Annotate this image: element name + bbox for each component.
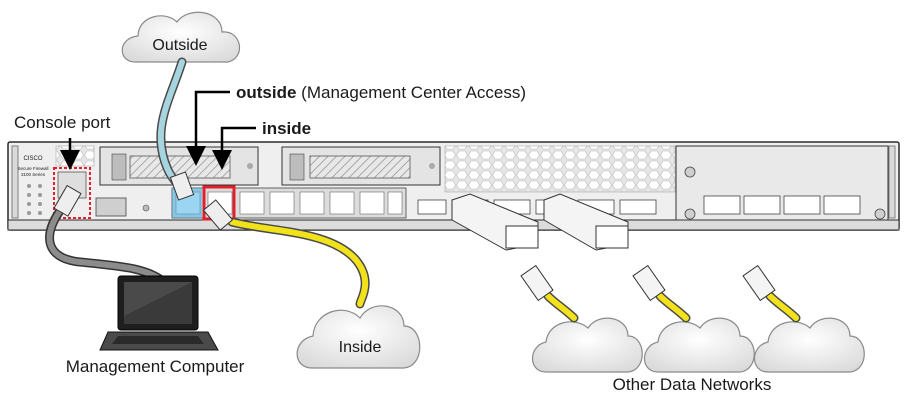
sfp-transceiver-2: [543, 193, 629, 251]
sfp-transceiver-1: [451, 193, 539, 251]
management-computer-label: Management Computer: [66, 357, 245, 376]
data-network-cloud-2: [643, 317, 755, 373]
model-line-2: 3100 Series: [21, 172, 46, 177]
other-data-networks-label: Other Data Networks: [613, 375, 772, 394]
svg-text:outside (Management Center Acc: outside (Management Center Access): [236, 83, 526, 102]
data-cable-1: [520, 264, 579, 323]
console-cable: [45, 184, 171, 289]
outside-cloud-label: Outside: [152, 37, 207, 54]
data-network-cloud-1: [531, 317, 643, 373]
outside-port-label: outside: [236, 83, 296, 102]
inside-cloud: Inside: [296, 305, 421, 369]
console-callout: Console port: [14, 113, 111, 170]
drive-bay-2: [281, 146, 441, 186]
inside-port-label: inside: [262, 119, 311, 138]
model-line-1: Secure Firewall: [17, 166, 48, 171]
network-module: [675, 145, 889, 221]
data-cable-3: [742, 264, 801, 323]
outside-cloud: Outside: [121, 11, 241, 63]
management-computer: [99, 275, 219, 351]
status-leds: [27, 184, 42, 215]
data-network-cloud-3: [753, 317, 865, 373]
inside-cloud-label: Inside: [339, 339, 382, 356]
inside-callout: inside: [212, 119, 311, 170]
inside-cable: [202, 199, 370, 309]
usb-port: [95, 197, 127, 217]
console-port-label: Console port: [14, 113, 111, 132]
data-cable-2: [632, 264, 691, 323]
outside-callout: outside (Management Center Access): [186, 83, 526, 166]
outside-port-description: (Management Center Access): [296, 83, 526, 102]
brand-logo-text: CISCO: [23, 156, 42, 162]
outside-cable: [156, 57, 195, 201]
